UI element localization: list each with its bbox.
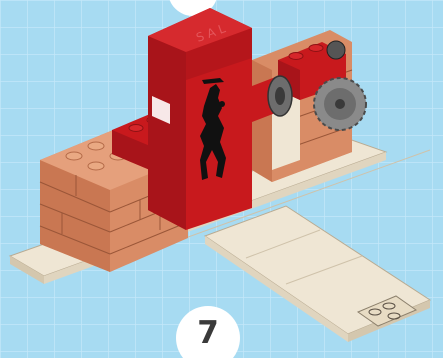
step-number: 7 — [197, 315, 219, 351]
gear-icon — [313, 77, 367, 131]
axle-wheel-icon — [267, 40, 346, 117]
horse-rider-silhouette-icon — [200, 78, 226, 180]
ladder-sign-icon — [356, 295, 418, 327]
step-number-badge — [176, 306, 240, 358]
red-sign-panel: S A L — [148, 8, 252, 230]
